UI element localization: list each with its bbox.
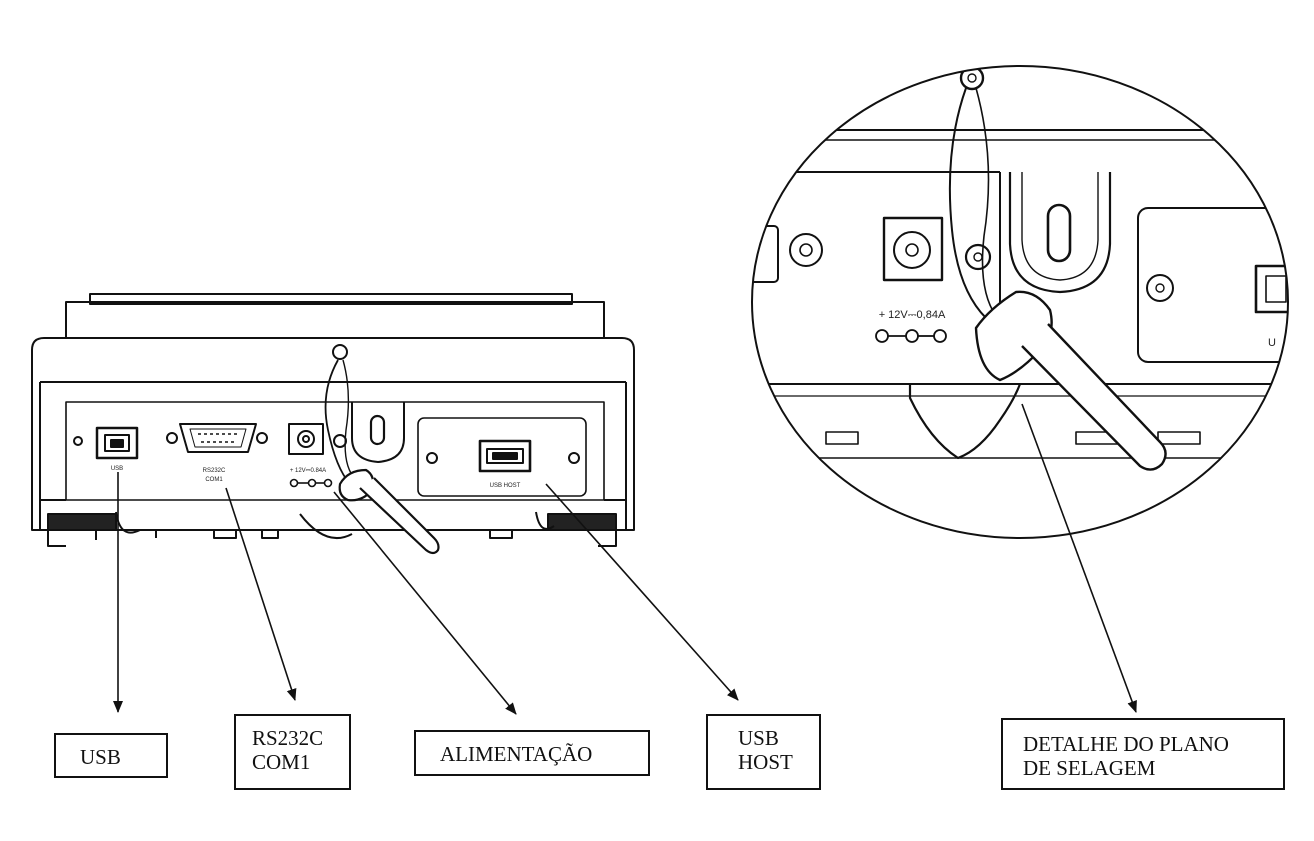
callout-seal-detail-line1: DETALHE DO PLANO bbox=[1023, 732, 1229, 756]
arrow-power bbox=[333, 491, 517, 715]
callout-rs232-line1: RS232C bbox=[252, 726, 324, 750]
usb-host-port-label: USB HOST bbox=[490, 483, 521, 489]
seal-rod bbox=[359, 477, 440, 555]
zoom-usb-partial-label: U bbox=[1268, 337, 1276, 349]
callout-usb-host: USB HOST bbox=[706, 714, 821, 790]
seal-detail-zoom: + 12V⎓0,84A U bbox=[751, 65, 1289, 539]
callout-power: ALIMENTAÇÃO bbox=[414, 730, 650, 776]
arrow-seal-detail bbox=[1021, 403, 1137, 713]
power-socket: + 12V⎓0.84A bbox=[288, 423, 333, 488]
balance-body bbox=[31, 293, 635, 531]
arrow-usb-host bbox=[545, 483, 739, 701]
seal-area bbox=[333, 402, 405, 463]
zoom-power-label: + 12V⎓0,84A bbox=[879, 309, 946, 321]
weighing-pan bbox=[89, 293, 573, 305]
pan-cover bbox=[65, 301, 605, 338]
callout-rs232-line2: COM1 bbox=[252, 750, 311, 774]
callout-rs232: RS232C COM1 bbox=[234, 714, 351, 790]
leader-arrows bbox=[113, 403, 1137, 715]
callout-seal-detail: DETALHE DO PLANO DE SELAGEM bbox=[1001, 718, 1285, 790]
zoom-seal-rod bbox=[1021, 323, 1167, 471]
callout-power-line1: ALIMENTAÇÃO bbox=[440, 742, 593, 766]
callout-seal-detail-line2: DE SELAGEM bbox=[1023, 756, 1156, 780]
serial-port: RS232C COM1 bbox=[166, 423, 268, 483]
balance-base bbox=[31, 510, 635, 547]
arrow-rs232 bbox=[225, 487, 297, 701]
callout-usb-line1: USB bbox=[80, 745, 121, 769]
usb-host-panel: USB HOST bbox=[417, 417, 587, 497]
callout-usb: USB bbox=[54, 733, 168, 778]
power-socket-label: + 12V⎓0.84A bbox=[290, 468, 326, 474]
usb-port: USB bbox=[73, 426, 139, 472]
callout-usb-host-line1: USB bbox=[738, 726, 779, 750]
seal-wire bbox=[324, 344, 440, 555]
com1-port-label: COM1 bbox=[205, 477, 223, 483]
callout-usb-host-line2: HOST bbox=[738, 750, 793, 774]
rs232-port-label: RS232C bbox=[203, 468, 226, 474]
usb-port-label: USB bbox=[111, 466, 123, 472]
